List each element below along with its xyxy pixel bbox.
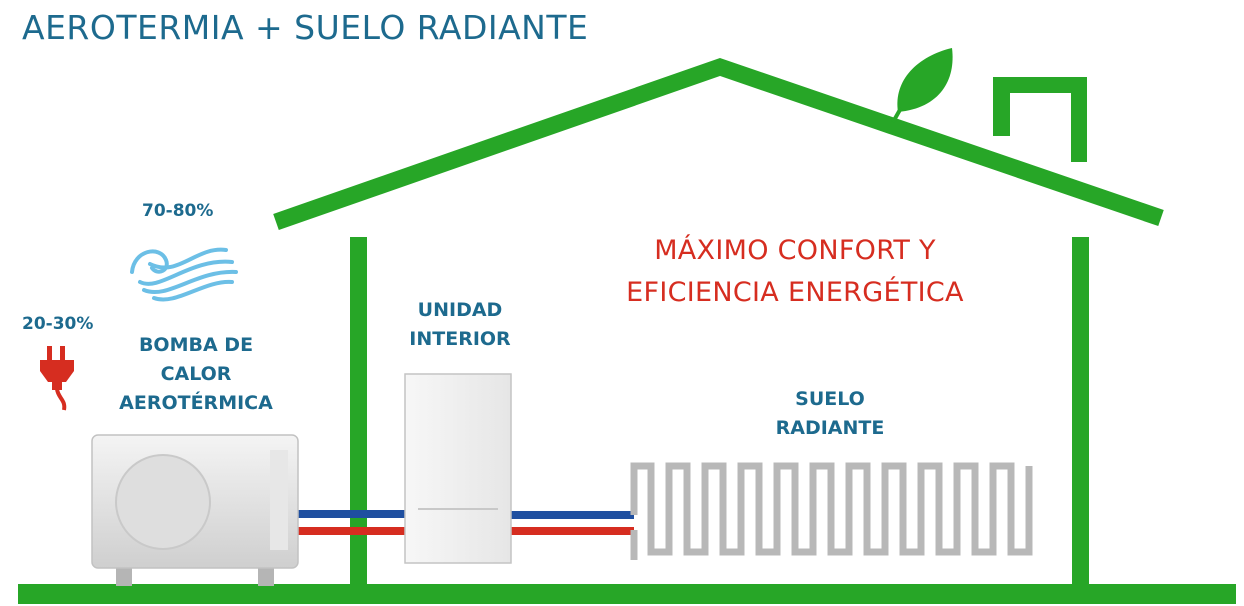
- heat-pump-label-line2: CALOR: [160, 363, 232, 385]
- headline: MÁXIMO CONFORT Y EFICIENCIA ENERGÉTICA: [560, 230, 1030, 314]
- headline-line2: EFICIENCIA ENERGÉTICA: [626, 277, 964, 308]
- leaf-icon: [891, 48, 953, 123]
- indoor-unit: [404, 373, 512, 564]
- house-right-wall: [1072, 237, 1089, 587]
- pipe-red-1: [298, 527, 406, 535]
- electric-percentage: 20-30%: [22, 314, 94, 334]
- fan-grille: [115, 454, 211, 550]
- heat-pump-label: BOMBA DE CALOR AEROTÉRMICA: [106, 331, 286, 418]
- headline-line1: MÁXIMO CONFORT Y: [654, 235, 936, 266]
- pipe-red-2: [510, 527, 634, 535]
- house-left-wall: [350, 237, 367, 587]
- ground-line: [18, 584, 1236, 604]
- diagram-title: AEROTERMIA + SUELO RADIANTE: [22, 8, 589, 47]
- indoor-unit-label-line1: UNIDAD: [417, 299, 503, 321]
- heat-pump-label-line1: BOMBA DE: [138, 334, 254, 356]
- indoor-unit-label-line2: INTERIOR: [409, 328, 511, 350]
- plug-icon: [40, 346, 74, 411]
- floor-heating-coil: [630, 462, 1033, 556]
- floor-heating-label-line2: RADIANTE: [775, 417, 885, 439]
- heat-pump-unit: [91, 434, 299, 586]
- floor-heating-label: SUELO RADIANTE: [760, 385, 900, 443]
- indoor-unit-label: UNIDAD INTERIOR: [390, 296, 530, 354]
- wind-icon: [130, 247, 238, 302]
- pipe-blue-2: [510, 511, 634, 519]
- chimney: [993, 77, 1087, 162]
- house-roof: [273, 58, 1164, 231]
- floor-heating-label-line1: SUELO: [795, 388, 865, 410]
- heat-pump-label-line3: AEROTÉRMICA: [119, 392, 273, 414]
- air-percentage: 70-80%: [142, 201, 214, 221]
- pipe-blue-1: [298, 510, 406, 518]
